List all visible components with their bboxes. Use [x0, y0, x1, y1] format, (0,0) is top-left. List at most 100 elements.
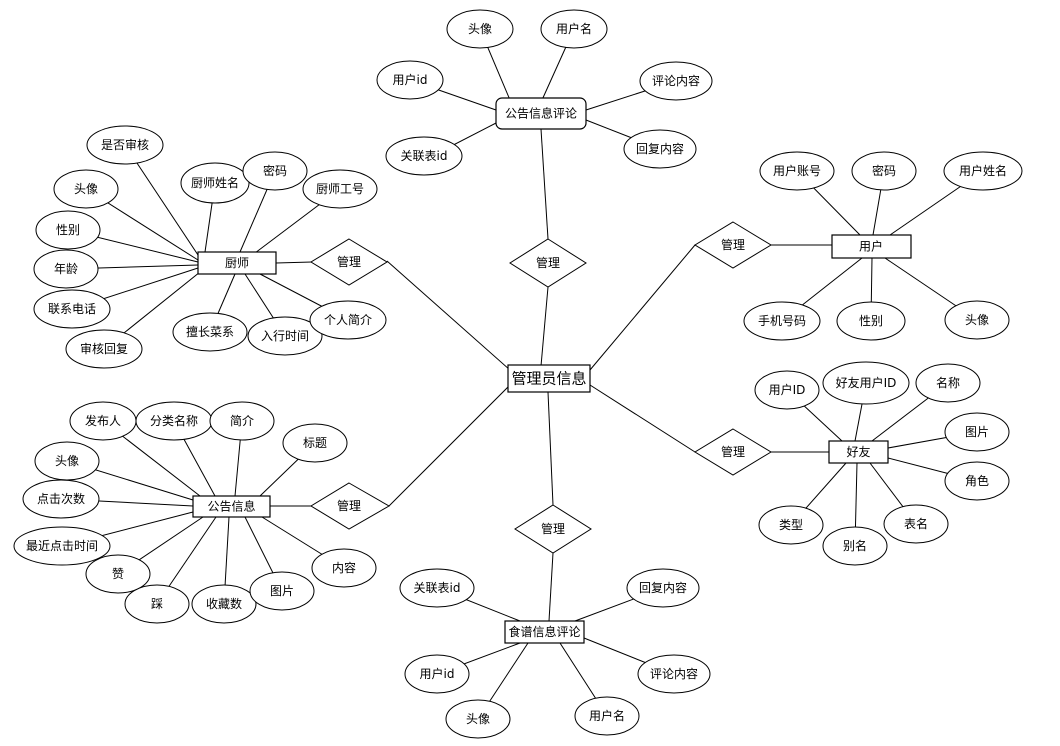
attr-friend-userid: 用户ID [754, 370, 820, 410]
attr-announce-comment-reply: 回复内容 [623, 129, 697, 169]
attr-friend-type: 类型 [758, 505, 824, 545]
attr-announce-avatar: 头像 [34, 441, 100, 481]
entity-announce-name: 公告信息 [207, 499, 255, 514]
attr-label: 类型 [779, 518, 803, 532]
attr-recipe-comment-userid: 用户id [404, 654, 470, 694]
attr-label: 角色 [965, 474, 989, 488]
attr-recipe-comment-username: 用户名 [574, 696, 640, 736]
attr-label: 密码 [263, 163, 287, 178]
attr-recipe-comment-reply: 回复内容 [626, 568, 700, 608]
attr-label: 评论内容 [650, 666, 698, 681]
relation-chef-label: 管理 [337, 254, 361, 269]
entity-user-name: 用户 [859, 239, 883, 254]
attr-label: 用户名 [556, 21, 592, 36]
attr-announce-publisher: 发布人 [69, 401, 137, 441]
attr-announce-comment-avatar: 头像 [446, 9, 514, 49]
attr-announce-click-count: 点击次数 [22, 479, 100, 519]
attr-label: 头像 [466, 712, 490, 726]
attr-chef-gender: 性别 [35, 210, 101, 250]
attr-label: 厨师姓名 [191, 175, 239, 190]
attr-announce-dislike: 踩 [124, 584, 190, 624]
attr-announce-title: 标题 [282, 423, 348, 463]
attr-label: 个人简介 [324, 313, 372, 327]
attr-announce-favorites: 收藏数 [191, 584, 257, 624]
attr-chef-reviewed: 是否审核 [86, 125, 164, 165]
attr-label: 性别 [56, 223, 80, 237]
relation-announce-label: 管理 [337, 498, 361, 513]
attr-label: 回复内容 [636, 141, 684, 156]
attr-label: 表名 [904, 516, 928, 531]
attr-label: 用户名 [589, 708, 625, 723]
attr-label: 用户ID [769, 382, 806, 397]
attr-friend-role: 角色 [944, 461, 1010, 501]
attr-chef-cuisine: 擅长菜系 [172, 312, 248, 352]
relation-user: 管理 [694, 221, 772, 269]
attr-announce-brief: 简介 [209, 401, 275, 441]
attr-user-avatar: 头像 [944, 300, 1010, 340]
attr-label: 用户姓名 [959, 163, 1007, 178]
attr-label: 密码 [872, 163, 896, 178]
attr-label: 最近点击时间 [26, 539, 98, 553]
attr-announce-last-click: 最近点击时间 [13, 526, 111, 566]
attr-label: 头像 [55, 454, 79, 468]
relation-announce: 管理 [310, 482, 391, 530]
attr-label: 关联表id [414, 581, 461, 595]
attr-label: 审核回复 [80, 341, 128, 356]
attr-label: 用户id [420, 666, 455, 681]
entity-friend: 好友 [828, 440, 889, 464]
attr-chef-age: 年龄 [33, 249, 99, 289]
attr-announce-picture: 图片 [249, 571, 315, 611]
attr-chef-phone: 联系电话 [33, 289, 111, 329]
attr-label: 分类名称 [150, 413, 198, 428]
entity-recipe-comment: 食谱信息评论 [504, 620, 585, 644]
attr-label: 入行时间 [261, 329, 309, 343]
attr-label: 内容 [332, 560, 356, 575]
attr-announce-category: 分类名称 [135, 401, 213, 441]
center-entity-label: 管理员信息 [511, 370, 586, 388]
attr-label: 联系电话 [48, 302, 96, 316]
attr-label: 发布人 [85, 413, 121, 428]
attr-user-password: 密码 [851, 151, 917, 191]
attr-label: 简介 [230, 414, 254, 428]
attr-announce-like: 赞 [85, 554, 151, 594]
attr-recipe-comment-avatar: 头像 [445, 699, 511, 739]
attr-chef-intro: 个人简介 [309, 300, 387, 340]
attr-friend-title: 名称 [915, 363, 981, 403]
attr-user-phone: 手机号码 [743, 301, 821, 341]
attr-label: 点击次数 [37, 491, 85, 506]
attr-recipe-comment-content: 评论内容 [637, 654, 711, 694]
entity-announce-comment: 公告信息评论 [495, 97, 587, 130]
attr-announce-content: 内容 [311, 548, 377, 588]
attr-label: 头像 [965, 313, 989, 327]
entity-chef: 厨师 [197, 251, 277, 275]
attr-label: 性别 [859, 314, 883, 328]
attr-label: 好友用户ID [836, 375, 897, 390]
attr-user-account: 用户账号 [759, 151, 835, 191]
entity-user: 用户 [831, 234, 912, 259]
attr-label: 别名 [843, 538, 867, 553]
attr-label: 关联表id [401, 149, 448, 163]
entity-announce: 公告信息 [192, 495, 271, 518]
attr-announce-comment-userid: 用户id [376, 60, 444, 100]
relation-recipe-comment: 管理 [514, 504, 592, 554]
relation-user-label: 管理 [721, 237, 745, 252]
relation-announce-comment-label: 管理 [536, 255, 560, 270]
entity-chef-name: 厨师 [225, 256, 249, 270]
attr-label: 赞 [112, 567, 124, 581]
attr-chef-start-time: 入行时间 [247, 316, 323, 356]
entity-friend-name: 好友 [846, 445, 870, 459]
entity-recipe-comment-name: 食谱信息评论 [508, 624, 580, 639]
attr-announce-comment-content: 评论内容 [639, 61, 713, 101]
relation-friend: 管理 [694, 428, 772, 476]
attr-chef-avatar: 头像 [53, 169, 119, 209]
attr-label: 图片 [270, 584, 294, 598]
attr-label: 标题 [303, 436, 327, 450]
attr-label: 用户id [393, 72, 428, 87]
attr-chef-password: 密码 [242, 151, 308, 191]
attr-label: 擅长菜系 [186, 324, 234, 339]
attr-label: 名称 [936, 375, 960, 390]
attr-label: 用户账号 [773, 163, 821, 178]
center-entity-admin: 管理员信息 [507, 364, 591, 393]
attr-friend-friend-userid: 好友用户ID [822, 361, 910, 405]
relation-chef: 管理 [310, 238, 388, 286]
